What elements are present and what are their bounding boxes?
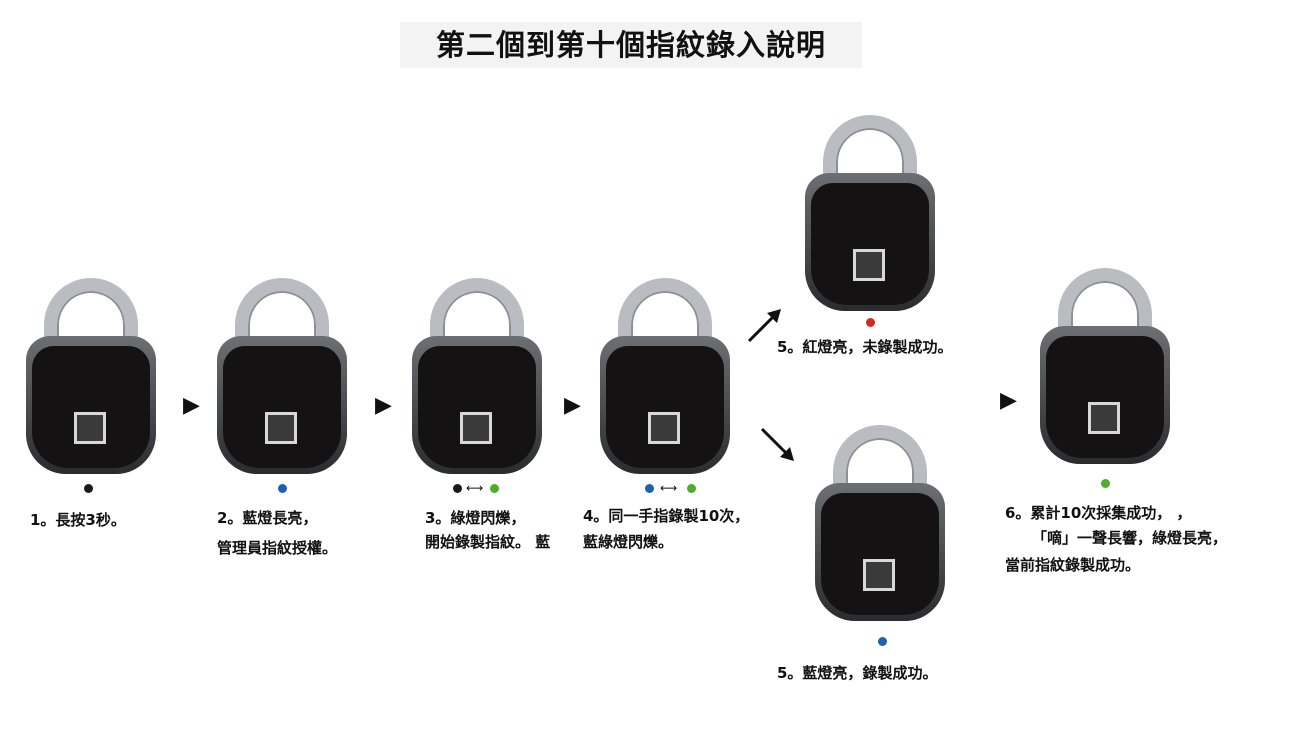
step-5-fail-caption: 5。紅燈亮，未錄製成功。 [777,338,953,356]
step-3-caption: 3。綠燈閃爍， [425,509,526,527]
indicator-red-dot [866,318,875,327]
fingerprint-sensor-icon [265,412,297,444]
padlock-body [412,336,542,474]
padlock-face [418,346,536,468]
arrow-right-icon: ▶ [564,393,581,418]
indicator-green-dot [687,484,696,493]
padlock-face [1046,336,1164,458]
indicator-blue-dot [645,484,654,493]
padlock-image [600,278,730,478]
padlock-body [1040,326,1170,464]
padlock-body [217,336,347,474]
padlock-image [412,278,542,478]
step-6-caption: 「嘀」一聲長響，綠燈長亮， [1032,529,1228,547]
arrow-down-right-icon [760,427,794,461]
padlock-body [815,483,945,621]
indicator-black-dot [84,484,93,493]
alternate-arrow-icon: ⟷ [466,481,484,495]
padlock-face [606,346,724,468]
step-2-caption: 管理員指紋授權。 [217,539,338,557]
padlock-body [805,173,935,311]
indicator-green-dot [490,484,499,493]
step-6-caption: 6。累計10次採集成功， ， [1005,504,1192,522]
arrow-right-icon: ▶ [183,393,200,418]
step-4-caption: 4。同一手指錄製10次， [583,507,750,525]
padlock-face [32,346,150,468]
padlock-face [821,493,939,615]
fingerprint-sensor-icon [74,412,106,444]
fingerprint-sensor-icon [1088,402,1120,434]
arrow-right-icon: ▶ [1000,388,1017,413]
indicator-blue-dot [878,637,887,646]
padlock-image [1040,268,1170,468]
arrow-right-icon: ▶ [375,393,392,418]
padlock-image [815,425,945,625]
padlock-face [811,183,929,305]
indicator-green-dot [1101,479,1110,488]
alternate-arrow-icon: ⟷ [660,481,678,495]
padlock-image [217,278,347,478]
step-3-caption: 開始錄製指紋。 藍 [425,533,551,551]
padlock-image [805,115,935,315]
indicator-black-dot [453,484,462,493]
step-1-caption: 1。長按3秒。 [30,511,126,529]
arrow-up-right-icon [747,309,781,343]
fingerprint-sensor-icon [863,559,895,591]
padlock-body [600,336,730,474]
padlock-body [26,336,156,474]
step-4-caption: 藍綠燈閃爍。 [583,533,674,551]
step-6-caption: 當前指紋錄製成功。 [1005,556,1141,574]
fingerprint-sensor-icon [853,249,885,281]
step-2-caption: 2。藍燈長亮， [217,509,318,527]
fingerprint-sensor-icon [648,412,680,444]
indicator-blue-dot [278,484,287,493]
step-5-success-caption: 5。藍燈亮，錄製成功。 [777,664,938,682]
padlock-face [223,346,341,468]
page-title: 第二個到第十個指紋錄入說明 [400,22,862,68]
fingerprint-sensor-icon [460,412,492,444]
padlock-image [26,278,156,478]
